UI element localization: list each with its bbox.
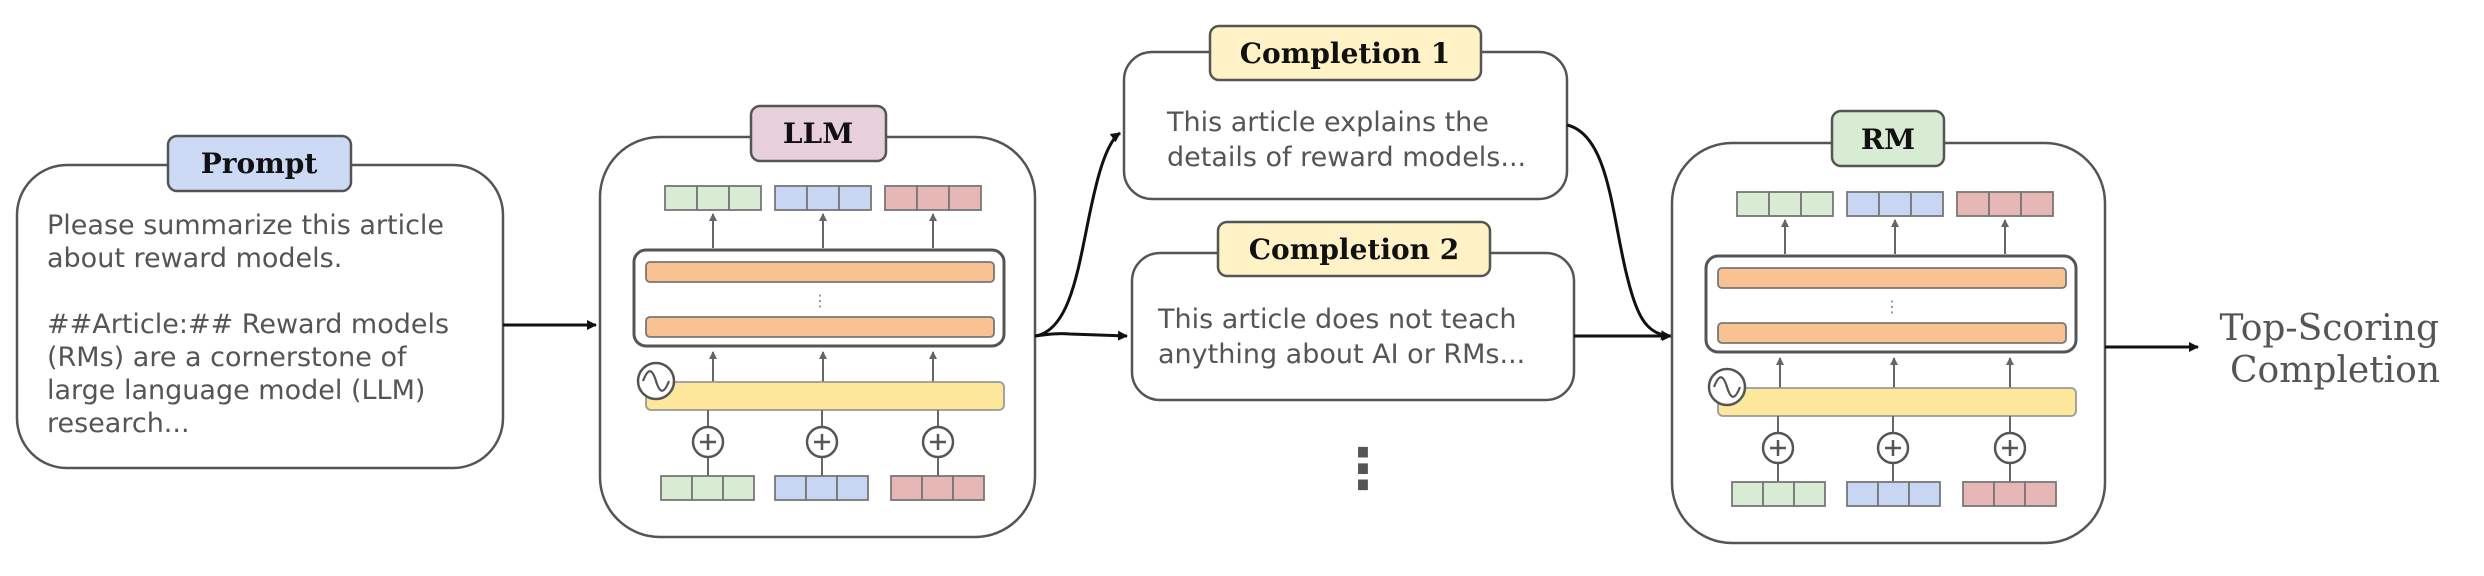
prompt-line: (RMs) are a cornerstone of <box>47 342 408 373</box>
llm-output-token-green <box>664 185 762 211</box>
completion-2-text: This article does not teach anything abo… <box>1157 304 1525 370</box>
completion-2-tag: Completion 2 <box>1216 220 1492 278</box>
llm-tag-label: LLM <box>783 117 853 150</box>
completion-line: anything about AI or RMs... <box>1158 339 1525 370</box>
prompt-line: about reward models. <box>47 243 342 274</box>
top-scoring-completion-label: Top-Scoring Completion <box>2219 308 2450 391</box>
prompt-text: Please summarize this article about rewa… <box>47 210 458 439</box>
llm-layer <box>645 316 995 338</box>
arrow-llm-to-completion-1 <box>1034 131 1121 338</box>
prompt-tag-label: Prompt <box>201 147 318 180</box>
llm-plus-icon <box>691 425 725 459</box>
rm-tag: RM <box>1830 109 1946 168</box>
rm-layer-dots: ⋮ <box>1884 297 1900 316</box>
llm-output-token-blue <box>774 185 872 211</box>
llm-input-token-green <box>660 475 755 501</box>
rm-embedding-bar <box>1717 387 2077 417</box>
llm-output-token-red <box>884 185 982 211</box>
completion-1-tag-label: Completion 1 <box>1240 37 1450 70</box>
rm-input-token-blue <box>1846 481 1941 507</box>
prompt-panel: Prompt Please summarize this article abo… <box>15 134 505 470</box>
llm-layer <box>645 261 995 283</box>
completion-1-text: This article explains the details of rew… <box>1166 107 1526 173</box>
rm-output-token-red <box>1956 191 2054 217</box>
completion-1-panel: Completion 1 This article explains the d… <box>1122 24 1569 201</box>
rm-input-token-red <box>1962 481 2057 507</box>
llm-transformer-stack: ⋮ <box>632 248 1006 348</box>
result-line: Completion <box>2230 350 2440 391</box>
rm-output-token-green <box>1736 191 1834 217</box>
rm-plus-icon <box>1761 431 1795 465</box>
rm-layer <box>1717 322 2067 344</box>
arrow-llm-to-completion-2 <box>1034 330 1128 341</box>
llm-positional-encoding-icon <box>636 361 676 401</box>
completion-line: This article does not teach <box>1157 304 1516 335</box>
completion-2-panel: Completion 2 This article does not teach… <box>1130 220 1576 402</box>
rm-transformer-stack: ⋮ <box>1704 254 2078 354</box>
completion-line: details of reward models... <box>1167 142 1526 173</box>
rm-block: RM ⋮ <box>1670 109 2107 545</box>
llm-plus-icon <box>921 425 955 459</box>
result-line: Top-Scoring <box>2219 308 2439 349</box>
llm-input-token-red <box>890 475 985 501</box>
prompt-line: ##Article:## Reward models <box>47 309 449 340</box>
rm-plus-icon <box>1993 431 2027 465</box>
rm-plus-icon <box>1876 431 1910 465</box>
prompt-tag: Prompt <box>166 134 353 193</box>
prompt-line: Please summarize this article <box>47 210 444 241</box>
llm-input-token-blue <box>774 475 869 501</box>
prompt-line: research... <box>47 408 190 439</box>
rm-tag-label: RM <box>1861 123 1915 156</box>
prompt-line: large language model (LLM) <box>47 375 425 406</box>
rm-output-token-blue <box>1846 191 1944 217</box>
arrow-completion-1-to-rm <box>1566 123 1671 341</box>
more-completions-ellipsis: ⋮ <box>1335 437 1391 502</box>
llm-tag: LLM <box>749 104 888 163</box>
completion-2-tag-label: Completion 2 <box>1249 233 1459 266</box>
llm-layer-dots: ⋮ <box>812 291 828 310</box>
llm-embedding-bar <box>645 381 1005 411</box>
completion-1-tag: Completion 1 <box>1208 24 1483 82</box>
completion-line: This article explains the <box>1166 107 1489 138</box>
llm-plus-icon <box>805 425 839 459</box>
rm-input-token-green <box>1731 481 1826 507</box>
rm-positional-encoding-icon <box>1707 367 1747 407</box>
llm-block: LLM ⋮ <box>598 104 1037 539</box>
rm-layer <box>1717 267 2067 289</box>
